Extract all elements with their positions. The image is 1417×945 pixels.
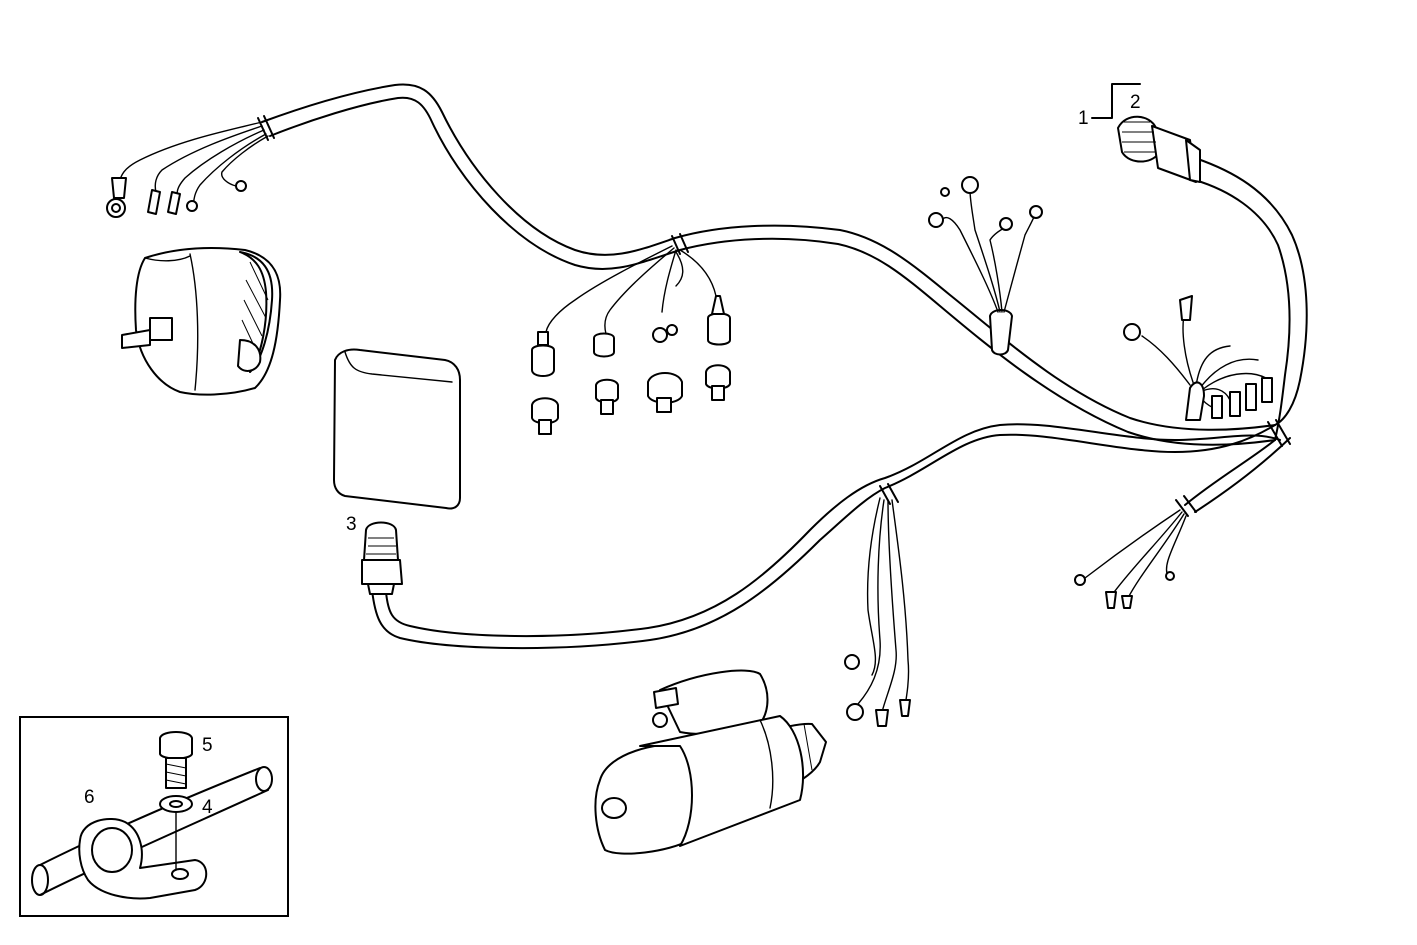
callout-3: 3 — [346, 514, 357, 535]
main-harness — [257, 83, 1308, 650]
alternator-leads — [106, 121, 269, 218]
clamp-detail-inset — [19, 716, 289, 917]
starter-leads — [844, 497, 911, 727]
sensor-leads — [545, 245, 717, 335]
callout-4: 4 — [202, 797, 213, 818]
starter-motor — [594, 669, 827, 855]
alternator — [121, 247, 282, 396]
callout-6: 6 — [84, 787, 95, 808]
pressure-switches — [531, 364, 731, 435]
connector-3 — [361, 521, 403, 595]
connector-1-2 — [1091, 83, 1201, 183]
lower-right-leads — [1074, 509, 1187, 609]
control-box — [333, 348, 461, 510]
right-leads — [1123, 295, 1273, 421]
callout-2: 2 — [1130, 92, 1141, 113]
callout-1: 1 — [1078, 108, 1089, 129]
engine-leads — [928, 176, 1043, 356]
sensor-plugs — [531, 295, 731, 377]
callout-5: 5 — [202, 735, 213, 756]
